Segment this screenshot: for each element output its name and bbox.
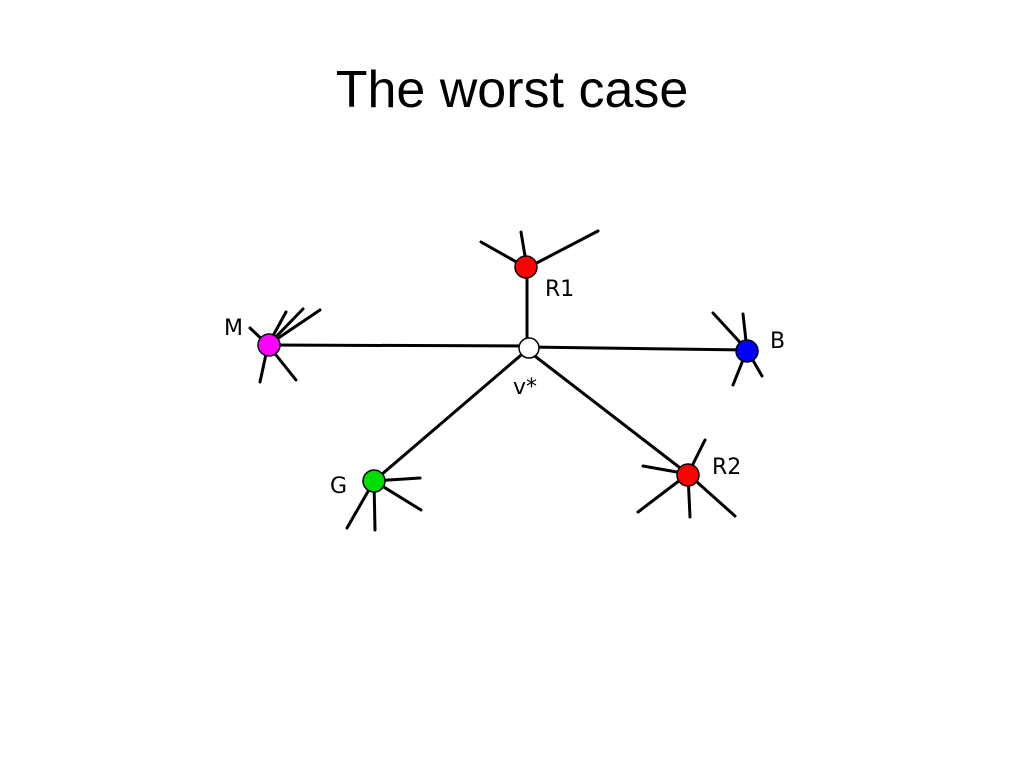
node-labels: v* R1 M B G R2: [224, 277, 785, 499]
slide-title: The worst case: [335, 61, 689, 119]
edge-center-b: [525, 345, 749, 352]
label-g: G: [330, 474, 347, 499]
node-b: [735, 339, 759, 363]
node-center: [518, 337, 540, 359]
node-m: [257, 333, 281, 357]
edges: [266, 266, 749, 483]
label-r1: R1: [545, 277, 574, 302]
label-b: B: [770, 329, 785, 354]
node-r1: [514, 255, 538, 279]
label-r2: R2: [712, 455, 741, 480]
label-center: v*: [513, 375, 537, 400]
nodes: [257, 255, 759, 493]
edge-center-m: [266, 343, 529, 348]
stub-edge: [525, 229, 600, 270]
node-g: [362, 469, 386, 493]
node-r2: [676, 463, 700, 487]
label-m: M: [224, 316, 243, 341]
edge-center-r2: [525, 348, 690, 476]
edge-center-g: [372, 348, 529, 483]
